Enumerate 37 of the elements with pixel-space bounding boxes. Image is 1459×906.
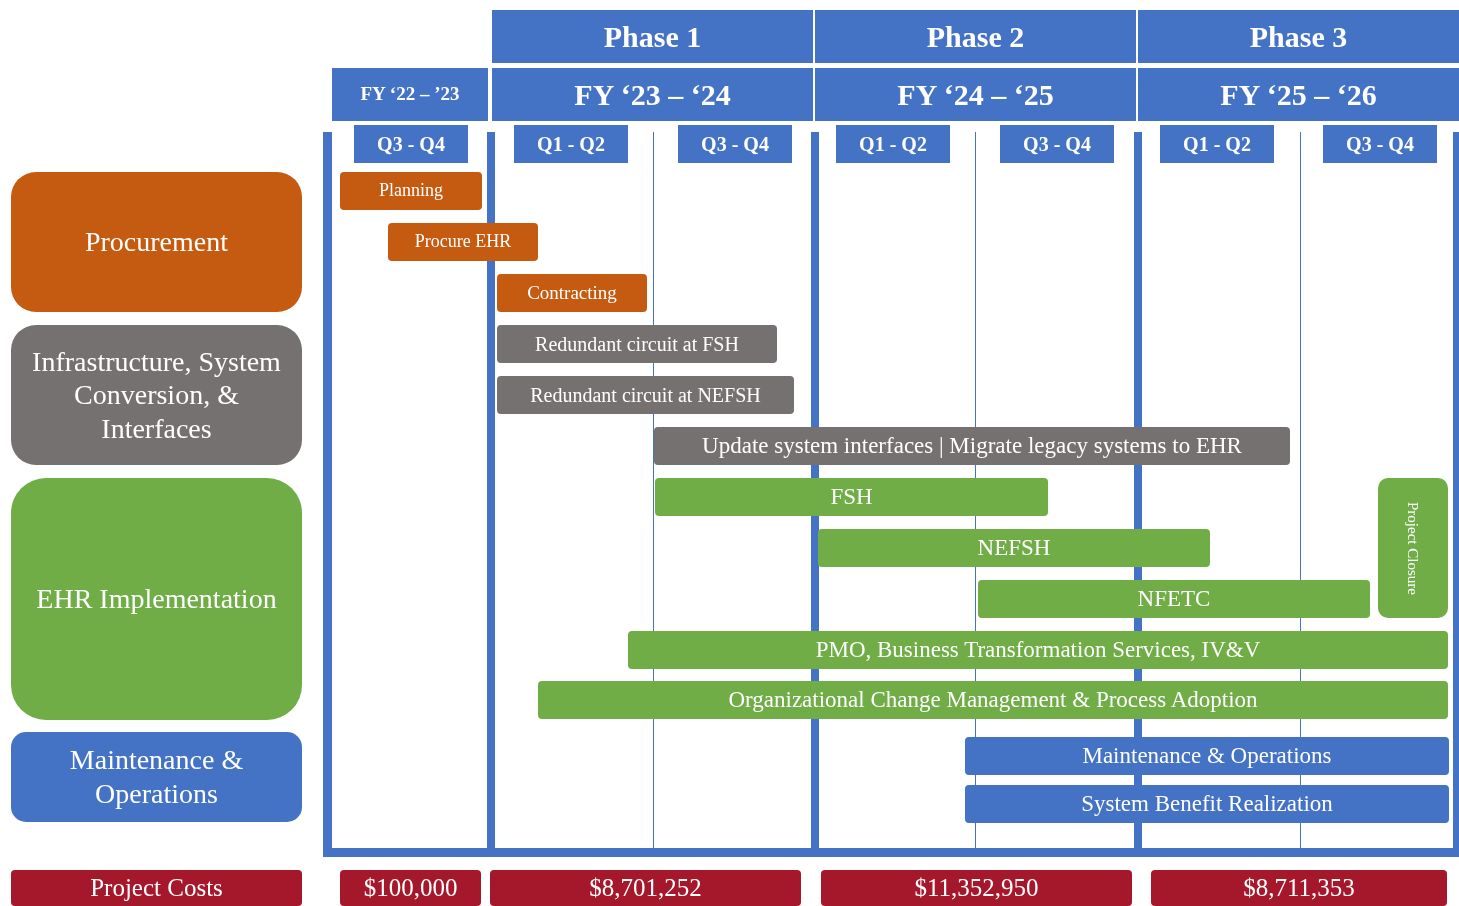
category-box: Procurement [11, 172, 302, 312]
quarter-header: Q3 - Q4 [1000, 125, 1114, 163]
quarter-header: Q3 - Q4 [678, 125, 792, 163]
task-bar: Project Closure [1378, 478, 1448, 618]
task-bar: Organizational Change Management & Process Adoption [538, 681, 1448, 719]
quarter-header: Q1 - Q2 [514, 125, 628, 163]
category-box: Maintenance & Operations [11, 732, 302, 822]
quarter-header: Q3 - Q4 [354, 125, 468, 163]
quarter-header: Q1 - Q2 [1160, 125, 1274, 163]
task-bar: Maintenance & Operations [965, 737, 1449, 775]
task-bar: Planning [340, 172, 482, 210]
cost-box: $100,000 [340, 870, 481, 906]
task-bar: PMO, Business Transformation Services, IV&V [628, 631, 1448, 669]
phase-header: Phase 2 [815, 10, 1136, 63]
task-bar: Contracting [497, 274, 647, 312]
phase-header: Phase 3 [1138, 10, 1459, 63]
task-bar: System Benefit Realization [965, 785, 1449, 823]
cost-box: $11,352,950 [821, 870, 1132, 906]
category-box: EHR Implementation [11, 478, 302, 720]
task-bar: FSH [655, 478, 1048, 516]
task-bar: NFETC [978, 580, 1370, 618]
cost-label-box: Project Costs [11, 870, 302, 906]
task-bar: Redundant circuit at NEFSH [497, 376, 794, 414]
phase-header: Phase 1 [492, 10, 813, 63]
cost-box: $8,701,252 [490, 870, 801, 906]
quarter-header: Q1 - Q2 [836, 125, 950, 163]
fiscal-year-header: FY ‘22 – ’23 [332, 68, 488, 121]
category-box: Infrastructure, System Conversion, & Interfaces [11, 325, 302, 465]
task-bar: Update system interfaces | Migrate legacy systems to EHR [654, 427, 1290, 465]
fiscal-year-header: FY ‘25 – ‘26 [1138, 68, 1459, 121]
fiscal-year-header: FY ‘23 – ‘24 [492, 68, 813, 121]
task-bar: Procure EHR [388, 223, 538, 261]
quarter-header: Q3 - Q4 [1323, 125, 1437, 163]
task-bar: NEFSH [818, 529, 1210, 567]
task-bar: Redundant circuit at FSH [497, 325, 777, 363]
fiscal-year-header: FY ‘24 – ‘25 [815, 68, 1136, 121]
cost-box: $8,711,353 [1151, 870, 1447, 906]
